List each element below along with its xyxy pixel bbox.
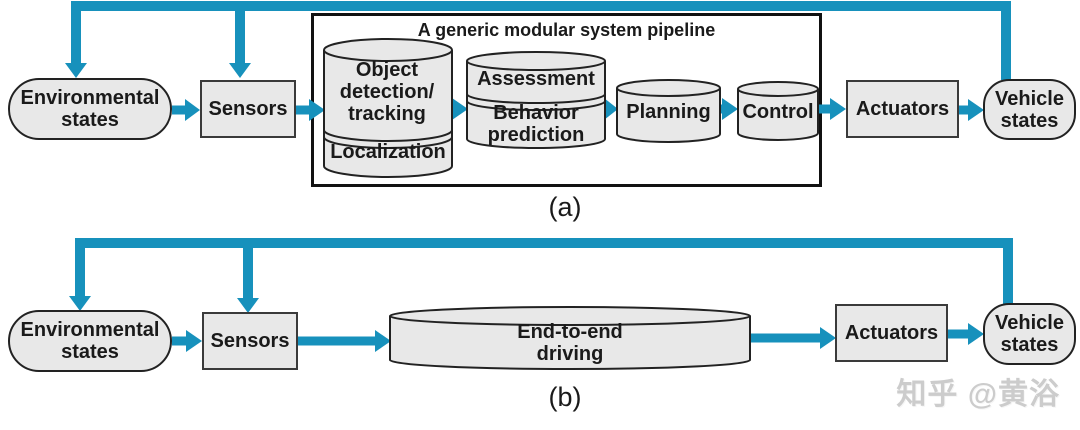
arrow-actuators-to-vehicle-b [948,323,984,345]
vehicle-states-node-b: Vehicle states [983,303,1076,365]
arrowhead-feedback-sensors-b [237,298,259,313]
object-detection-tracking-label: Object detection/ tracking [339,59,435,125]
cylinder-assessment-behavior [466,51,606,149]
vehicle-states-node-a: Vehicle states [983,79,1076,140]
arrowhead-feedback-env-b [69,296,91,311]
pipeline-box-title: A generic modular system pipeline [417,20,716,40]
feedback-loop-a [65,1,1011,80]
arrow-detection-to-assessment-a [452,98,468,120]
cylinder-planning [616,79,721,143]
actuators-node-b: Actuators [835,304,948,362]
end-to-end-driving-label: End-to-end driving [517,321,623,365]
arrow-planning-to-control-a [720,98,738,120]
cylinder-end-to-end-driving [389,306,751,370]
localization-label: Localization [330,141,446,163]
zhihu-watermark: 知乎 @黄浴 [896,378,1060,411]
arrow-assessment-to-planning-a [604,98,618,120]
cylinder-control [737,81,819,141]
behavior-prediction-label: Behavior prediction [487,102,585,146]
arrow-sensors-to-detection-a [296,99,325,121]
caption-a: (a) [548,192,582,222]
env-states-node-a: Environmental states [8,78,172,140]
control-label: Control [742,101,814,123]
env-states-node-b: Environmental states [8,310,172,372]
arrow-actuators-to-vehicle-a [959,99,984,121]
arrow-control-to-actuators-a [818,98,846,120]
assessment-label: Assessment [477,68,595,90]
arrow-sensors-to-e2e-b [298,330,391,352]
arrow-env-to-sensors-b [172,330,202,352]
sensors-node-a: Sensors [200,80,296,138]
pipeline-box: A generic modular system pipeline [311,13,822,187]
feedback-loop-b [69,238,1013,313]
arrowhead-feedback-sensors-a [229,63,251,78]
arrowhead-feedback-env-a [65,63,87,78]
sensors-node-b: Sensors [202,312,298,370]
actuators-node-a: Actuators [846,80,959,138]
arrow-e2e-to-actuators-b [750,327,836,349]
arrow-env-to-sensors-a [172,99,200,121]
planning-label: Planning [626,101,711,123]
caption-b: (b) [548,382,582,412]
cylinder-object-detection-tracking [323,38,453,178]
